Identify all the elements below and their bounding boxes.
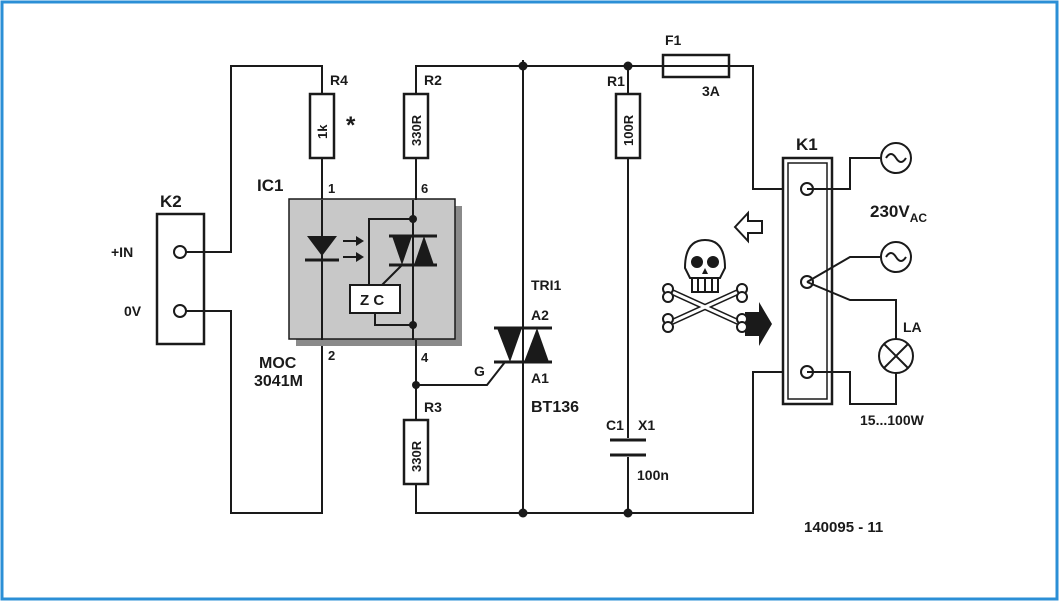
ac-source-2-wave <box>885 252 907 262</box>
k1-label: K1 <box>796 135 818 154</box>
k2-terminal-in <box>173 245 187 259</box>
wire-0v-pin2 <box>186 310 323 514</box>
r2-resistor <box>402 92 430 160</box>
r3-label: R3 <box>424 399 442 415</box>
wire-lamp-k1 <box>807 371 897 405</box>
ic1-label: IC1 <box>257 176 283 195</box>
k2-label: K2 <box>160 192 182 211</box>
r3-value: 330R <box>409 440 424 472</box>
pin1-label: 1 <box>328 181 335 196</box>
triac-a2: A2 <box>531 307 549 323</box>
f1-label: F1 <box>665 32 682 48</box>
k2-0v-label: 0V <box>124 303 142 319</box>
zc-wire-gate <box>381 264 403 286</box>
triac-part: BT136 <box>531 399 579 416</box>
r4-resistor <box>308 92 336 160</box>
driver-tri-up <box>414 236 434 265</box>
pin6-label: 6 <box>421 181 428 196</box>
skull-crossbones-icon <box>662 238 748 333</box>
driver-tri-down <box>392 236 412 265</box>
x1-label: X1 <box>638 417 655 433</box>
zc-box <box>349 284 401 314</box>
k2-in-label: +IN <box>111 244 133 260</box>
wire-k1-ac1 <box>807 157 880 190</box>
figure-id: 140095 - 11 <box>804 519 883 536</box>
r1-resistor <box>614 92 642 160</box>
r4-value: 1k <box>315 124 330 139</box>
r2-label: R2 <box>424 72 442 88</box>
r4-star: * <box>346 112 356 139</box>
wire-in-r4 <box>186 65 323 253</box>
pin2-label: 2 <box>328 348 335 363</box>
la-label: LA <box>903 319 922 335</box>
node-triac-bottom <box>518 508 528 518</box>
node-c1-bottom <box>623 508 633 518</box>
k1-connector <box>781 156 834 406</box>
ic1-body <box>288 198 456 340</box>
arrow-left-outline-icon <box>733 210 763 244</box>
zc-label: Z C <box>360 292 384 309</box>
r2-value: 330R <box>409 114 424 146</box>
wire-k1-lamp <box>806 281 897 340</box>
triac-a1: A1 <box>531 370 549 386</box>
la-value: 15...100W <box>860 412 925 428</box>
c1-label: C1 <box>606 417 624 433</box>
mains-voltage: 230VAC <box>870 202 927 225</box>
ic-part-line2: 3041M <box>254 373 303 390</box>
triac-tri-down <box>497 328 522 362</box>
led-triangle <box>307 236 337 256</box>
triac-g: G <box>474 363 485 379</box>
k2-terminal-0v <box>173 304 187 318</box>
wire-gate <box>416 361 506 386</box>
pin4-label: 4 <box>421 350 429 365</box>
wire-k1-ac2 <box>806 256 880 283</box>
triac-tri-up <box>524 328 549 362</box>
r4-label: R4 <box>330 72 348 88</box>
k2-connector <box>155 212 206 346</box>
triac-ref: TRI1 <box>531 277 562 293</box>
arrow-right-filled-icon <box>745 302 772 346</box>
zc-wire-top <box>368 218 413 285</box>
k1-inner <box>787 162 828 400</box>
r1-label: R1 <box>607 73 625 89</box>
f1-value: 3A <box>702 83 720 99</box>
wire-bottom-rail <box>415 371 790 514</box>
ic-part-line1: MOC <box>259 355 297 372</box>
wire-r2-top <box>415 65 523 94</box>
zc-wire-bottom <box>374 313 413 326</box>
led-arrowhead-1 <box>356 236 364 246</box>
r1-value: 100R <box>621 114 636 146</box>
wire-fuse-k1 <box>729 65 790 190</box>
led-arrowhead-2 <box>356 252 364 262</box>
c1-value: 100n <box>637 467 669 483</box>
lamp-cross-2 <box>883 343 909 369</box>
ac-source-1-wave <box>885 153 907 163</box>
